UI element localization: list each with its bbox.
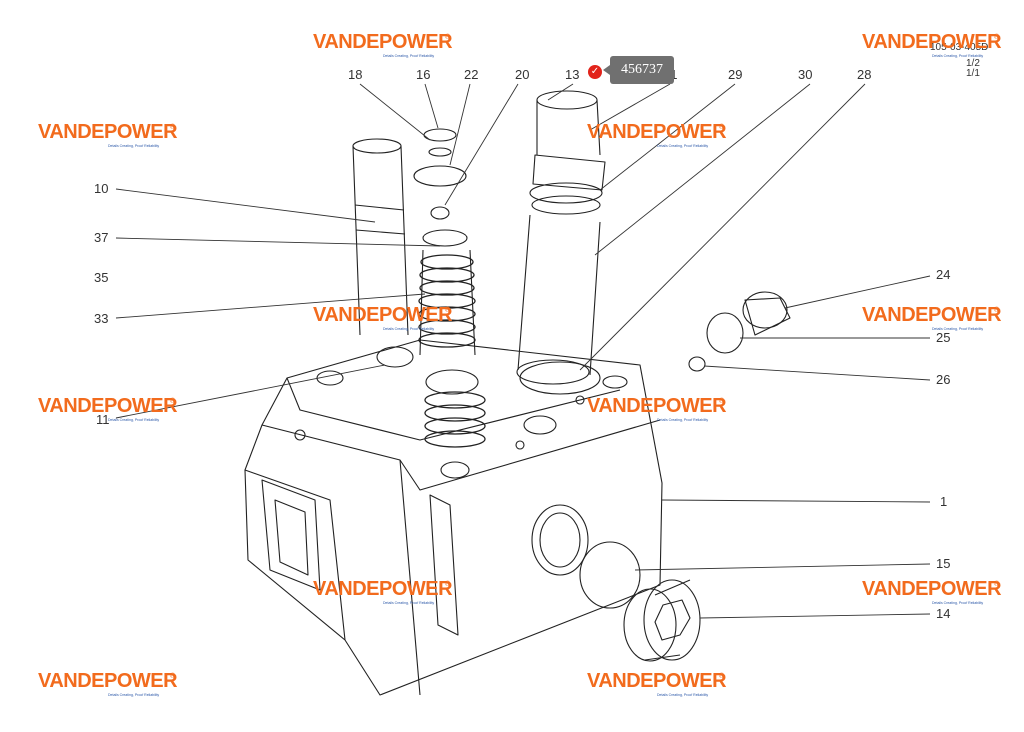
svg-text:VANDEPOWER: VANDEPOWER [313,304,453,326]
callout-25: 25 [936,330,950,345]
callout-22: 22 [464,67,478,82]
watermark: VANDEPOWER® Details Creating, Proof Relia… [587,395,728,422]
callout-11: 11 [96,412,110,427]
svg-text:Details Creating, Proof Reliab: Details Creating, Proof Reliability [383,327,434,331]
svg-text:Details Creating, Proof Reliab: Details Creating, Proof Reliability [657,693,708,697]
watermark: VANDEPOWER® Details Creating, Proof Relia… [38,670,179,697]
svg-text:®: ® [170,123,176,131]
svg-text:®: ® [994,33,1000,41]
svg-text:®: ® [445,33,451,41]
svg-text:®: ® [994,306,1000,314]
callout-24: 24 [936,267,950,282]
svg-text:®: ® [994,580,1000,588]
callout-37: 37 [94,230,108,245]
svg-text:Details Creating, Proof Reliab: Details Creating, Proof Reliability [932,601,983,605]
watermark: VANDEPOWER® Details Creating, Proof Relia… [862,578,1003,605]
callout-30: 30 [798,67,812,82]
svg-text:Details Creating, Proof Reliab: Details Creating, Proof Reliability [932,327,983,331]
svg-text:VANDEPOWER: VANDEPOWER [862,304,1002,326]
watermarks: VANDEPOWER®Details Creating, Proof Relia… [38,31,1003,697]
svg-text:®: ® [719,397,725,405]
svg-text:®: ® [719,123,725,131]
svg-text:VANDEPOWER: VANDEPOWER [313,578,453,600]
svg-text:Details Creating, Proof Reliab: Details Creating, Proof Reliability [108,418,159,422]
svg-text:VANDEPOWER: VANDEPOWER [587,121,727,143]
watermark: VANDEPOWER® Details Creating, Proof Relia… [862,31,1003,58]
svg-text:®: ® [170,397,176,405]
callout-labels: 18 16 22 20 13 31 29 30 28 10 37 35 33 1… [94,67,950,621]
svg-text:VANDEPOWER: VANDEPOWER [38,395,178,417]
callout-28: 28 [857,67,871,82]
svg-text:Details Creating, Proof Reliab: Details Creating, Proof Reliability [108,144,159,148]
callout-18: 18 [348,67,362,82]
svg-text:VANDEPOWER: VANDEPOWER [587,670,727,692]
watermark: VANDEPOWER® Details Creating, Proof Relia… [38,395,179,422]
callout-15: 15 [936,556,950,571]
svg-text:®: ® [719,672,725,680]
callout-20: 20 [515,67,529,82]
svg-text:Details Creating, Proof Reliab: Details Creating, Proof Reliability [657,144,708,148]
callout-26: 26 [936,372,950,387]
svg-text:VANDEPOWER: VANDEPOWER [313,31,453,53]
svg-text:®: ® [445,306,451,314]
svg-text:Details Creating, Proof Reliab: Details Creating, Proof Reliability [932,54,983,58]
svg-text:VANDEPOWER: VANDEPOWER [862,31,1002,53]
callout-29: 29 [728,67,742,82]
svg-text:Details Creating, Proof Reliab: Details Creating, Proof Reliability [383,54,434,58]
callout-13: 13 [565,67,579,82]
svg-text:®: ® [445,580,451,588]
drawing-number-page: 1/2 [966,58,980,69]
item-number-tooltip: 456737 [603,56,674,84]
svg-text:VANDEPOWER: VANDEPOWER [587,395,727,417]
watermark: VANDEPOWER® Details Creating, Proof Relia… [587,121,728,148]
watermark: VANDEPOWER® Details Creating, Proof Relia… [313,304,454,331]
check-icon[interactable]: ✓ [588,65,602,79]
watermark: VANDEPOWER® Details Creating, Proof Relia… [862,304,1003,331]
svg-text:Details Creating, Proof Reliab: Details Creating, Proof Reliability [108,693,159,697]
callout-14: 14 [936,606,950,621]
svg-text:VANDEPOWER: VANDEPOWER [862,578,1002,600]
leader-lines [115,83,931,619]
svg-text:Details Creating, Proof Reliab: Details Creating, Proof Reliability [383,601,434,605]
callout-35: 35 [94,270,108,285]
svg-text:VANDEPOWER: VANDEPOWER [38,121,178,143]
watermark: VANDEPOWER® Details Creating, Proof Relia… [38,121,179,148]
drawing-number: 105-03-405D 1/2 1/1 [930,42,988,79]
svg-text:Details Creating, Proof Reliab: Details Creating, Proof Reliability [657,418,708,422]
watermark: VANDEPOWER® Details Creating, Proof Relia… [313,31,454,58]
svg-text:VANDEPOWER: VANDEPOWER [38,670,178,692]
callout-10: 10 [94,181,108,196]
watermark: VANDEPOWER® Details Creating, Proof Relia… [313,578,454,605]
drawing-number-sheet: 1/1 [966,68,980,79]
callout-33: 33 [94,311,108,326]
callout-16: 16 [416,67,430,82]
watermark: VANDEPOWER® Details Creating, Proof Relia… [587,670,728,697]
drawing-number-code: 105-03-405D [930,42,988,53]
svg-text:®: ® [170,672,176,680]
callout-1: 1 [940,494,947,509]
cylinder-head-drawing [244,90,791,696]
